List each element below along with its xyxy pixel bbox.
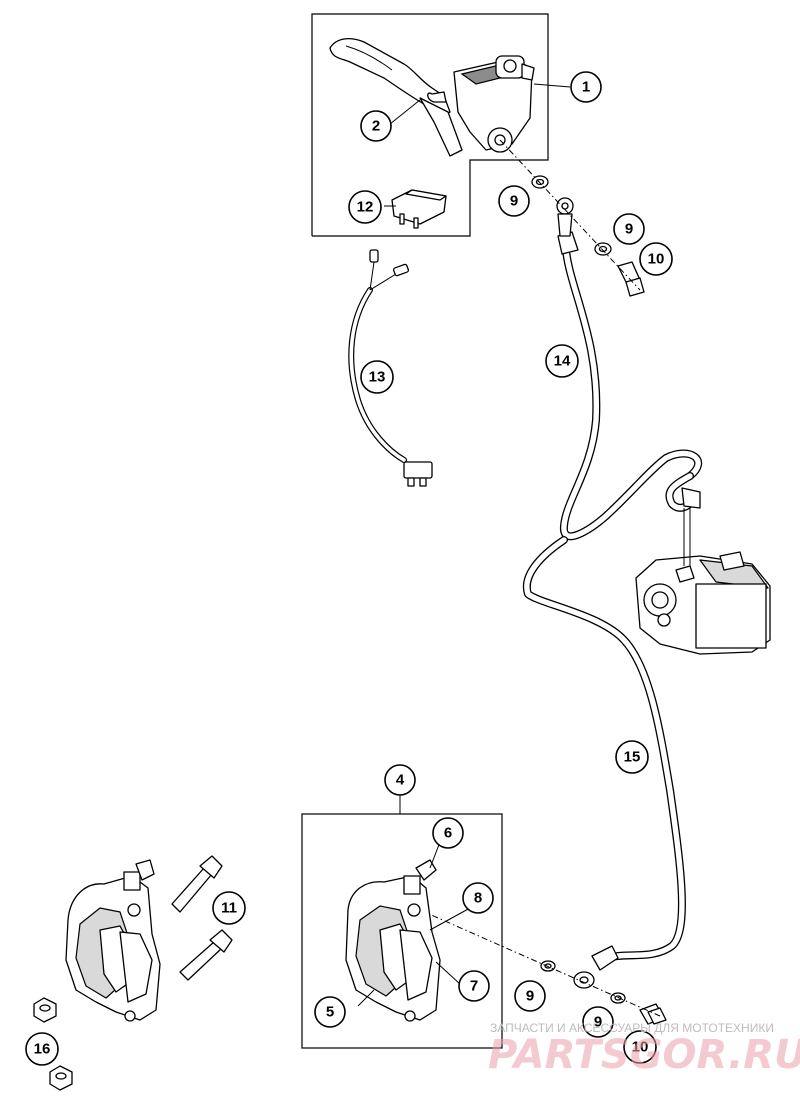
callout-15: 15 [615,740,649,774]
callout-9-upper-left: 9 [498,185,530,217]
leader-lines [357,83,571,1007]
callout-5: 5 [314,996,346,1028]
callout-13: 13 [360,360,394,394]
svg-text:1: 1 [582,79,590,96]
callout-4: 4 [384,764,416,796]
svg-text:7: 7 [470,978,478,995]
callout-16: 16 [25,1032,59,1066]
callout-11: 11 [212,891,246,925]
callout-10-upper: 10 [639,242,673,276]
callout-8: 8 [462,882,494,914]
brake-caliper-left [65,859,161,1022]
svg-text:9: 9 [510,193,518,210]
callout-12: 12 [348,190,382,224]
svg-text:16: 16 [34,1041,51,1058]
brake-caliper-detail [345,859,441,1022]
svg-text:12: 12 [357,199,374,216]
watermark-logo: PARTSGOR.RU [488,1032,800,1078]
callout-6: 6 [432,817,464,849]
callout-2: 2 [360,110,392,142]
brake-line-14 [556,197,702,541]
caliper-frame [301,794,503,1049]
washer-9-lower-right [610,992,626,1004]
svg-text:11: 11 [221,900,237,917]
nut-16-upper [33,997,57,1023]
brake-line-15 [522,536,686,989]
watermark-tagline: ЗАПЧАСТИ И АКСЕССУАРЫ ДЛЯ МОТОТЕХНИКИ [490,1021,774,1035]
callout-1: 1 [570,71,602,103]
nut-16-lower [49,1065,73,1091]
watermark: ЗАПЧАСТИ И АКСЕССУАРЫ ДЛЯ МОТОТЕХНИКИ PA… [488,1021,800,1078]
mounting-bolt-11-upper [171,855,223,913]
banjo-bolt-10-lower [639,1003,667,1025]
svg-text:8: 8 [474,890,482,907]
abs-unit [635,508,771,655]
svg-text:13: 13 [369,369,386,386]
washer-9-upper-right [594,242,612,256]
mounting-bolt-11-lower [179,929,233,981]
brake-lever [329,37,463,157]
svg-text:2: 2 [372,118,380,135]
callout-9-lower-left: 9 [514,980,546,1012]
washer-9-upper-left [531,175,549,189]
banjo-bolt-10-upper [617,261,645,297]
callout-9-upper-right: 9 [613,213,645,245]
sensor-cable-13 [348,249,433,487]
callout-9-lower-right: 9 [582,1006,614,1038]
svg-text:14: 14 [554,353,571,370]
svg-text:10: 10 [648,251,665,268]
svg-text:9: 9 [625,221,633,238]
svg-text:9: 9 [594,1014,602,1031]
svg-text:5: 5 [326,1004,334,1021]
callout-14: 14 [545,344,579,378]
svg-text:4: 4 [396,772,405,789]
svg-text:6: 6 [444,825,452,842]
svg-text:15: 15 [624,749,641,766]
svg-text:9: 9 [526,988,534,1005]
callout-7: 7 [458,970,490,1002]
master-cylinder-frame [311,13,549,237]
brake-light-switch [391,189,447,229]
svg-text:10: 10 [632,1039,649,1056]
callout-10-lower: 10 [623,1030,657,1064]
